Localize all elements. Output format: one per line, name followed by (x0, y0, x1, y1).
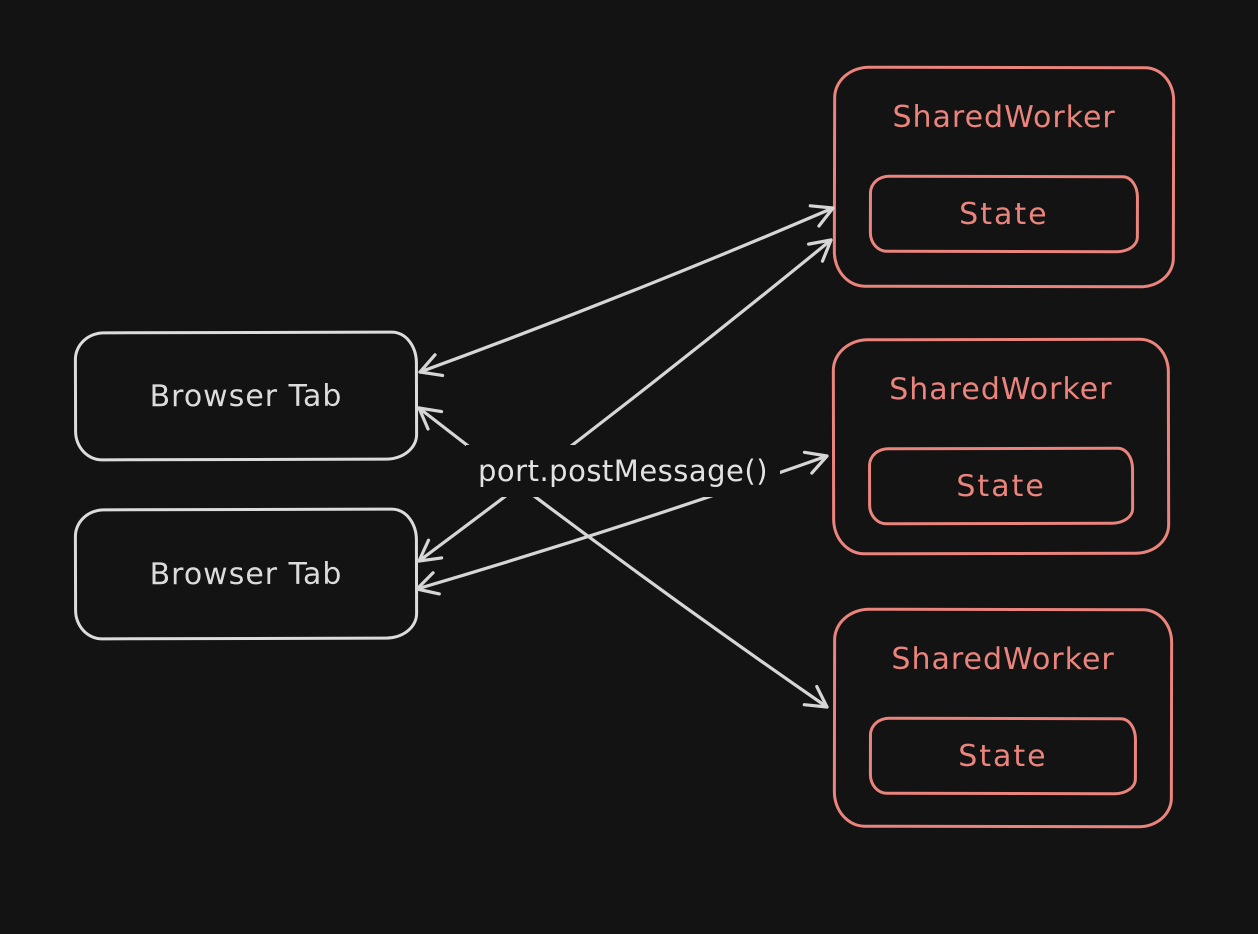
shared-worker-2-state-box: State (868, 446, 1135, 526)
shared-worker-3-state-box: State (868, 716, 1138, 796)
shared-worker-1-box: SharedWorker State (832, 65, 1176, 289)
shared-worker-2-label: SharedWorker (889, 371, 1113, 408)
shared-worker-3-label: SharedWorker (891, 641, 1115, 678)
browser-tab-2-box: Browser Tab (73, 507, 419, 641)
shared-worker-1-state-box: State (868, 174, 1140, 254)
shared-worker-3-state-label: State (958, 738, 1048, 774)
arrow-tab1-worker1 (418, 204, 835, 378)
browser-tab-1-box: Browser Tab (73, 330, 419, 462)
arrow-tab2-worker1 (417, 238, 833, 563)
port-postmessage-label: port.postMessage() (466, 445, 781, 497)
browser-tab-1-label: Browser Tab (149, 378, 343, 414)
shared-worker-1-label: SharedWorker (892, 99, 1116, 136)
browser-tab-2-label: Browser Tab (149, 556, 343, 592)
shared-worker-2-state-label: State (956, 468, 1046, 504)
shared-worker-2-box: SharedWorker State (831, 337, 1171, 556)
shared-worker-1-state-label: State (959, 196, 1049, 232)
shared-worker-3-box: SharedWorker State (832, 607, 1174, 829)
